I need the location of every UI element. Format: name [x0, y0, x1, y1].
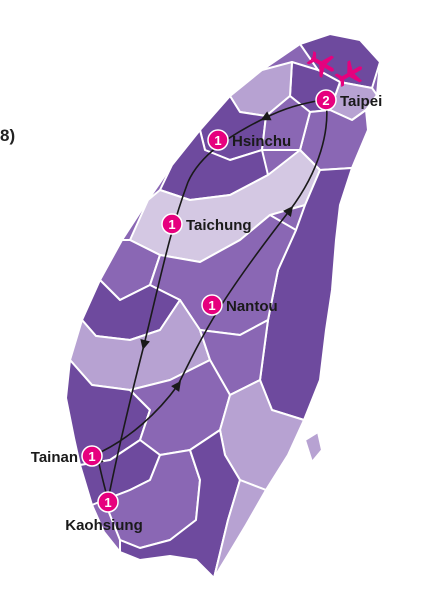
city-label-taipei: Taipei	[340, 93, 382, 110]
county-regions	[65, 33, 381, 579]
city-marker-hsinchu: 1 Hsinchu	[207, 129, 291, 151]
city-marker-kaohsiung: 1 Kaohsiung	[65, 491, 143, 534]
region-pingtung-south	[119, 429, 241, 579]
airplane-icon	[334, 60, 363, 88]
city-label-kaohsiung: Kaohsiung	[65, 517, 143, 534]
nights-count: 1	[88, 449, 95, 464]
region-taitung-south	[213, 479, 267, 579]
route-to-kaohsiung	[107, 344, 145, 501]
city-label-hsinchu: Hsinchu	[232, 133, 291, 150]
city-marker-nantou: 1 Nantou	[201, 294, 278, 316]
city-label-taichung: Taichung	[186, 217, 252, 234]
route-taichung-south	[140, 181, 189, 350]
region-north-mountain	[261, 95, 311, 151]
nights-count: 1	[104, 495, 111, 510]
route-tainan-nantou	[91, 380, 181, 457]
city-label-tainan: Tainan	[31, 449, 78, 466]
region-islet	[304, 431, 323, 463]
nights-count: 2	[322, 93, 329, 108]
left-label: 8)	[0, 126, 16, 145]
city-marker-taipei: 2 Taipei	[315, 89, 382, 111]
city-marker-tainan: 1 Tainan	[31, 445, 103, 467]
city-marker-taichung: 1 Taichung	[161, 213, 252, 235]
airplane-icon	[306, 50, 335, 78]
nights-count: 1	[168, 217, 175, 232]
nights-count: 1	[214, 133, 221, 148]
city-label-nantou: Nantou	[226, 298, 278, 315]
nights-count: 1	[208, 298, 215, 313]
